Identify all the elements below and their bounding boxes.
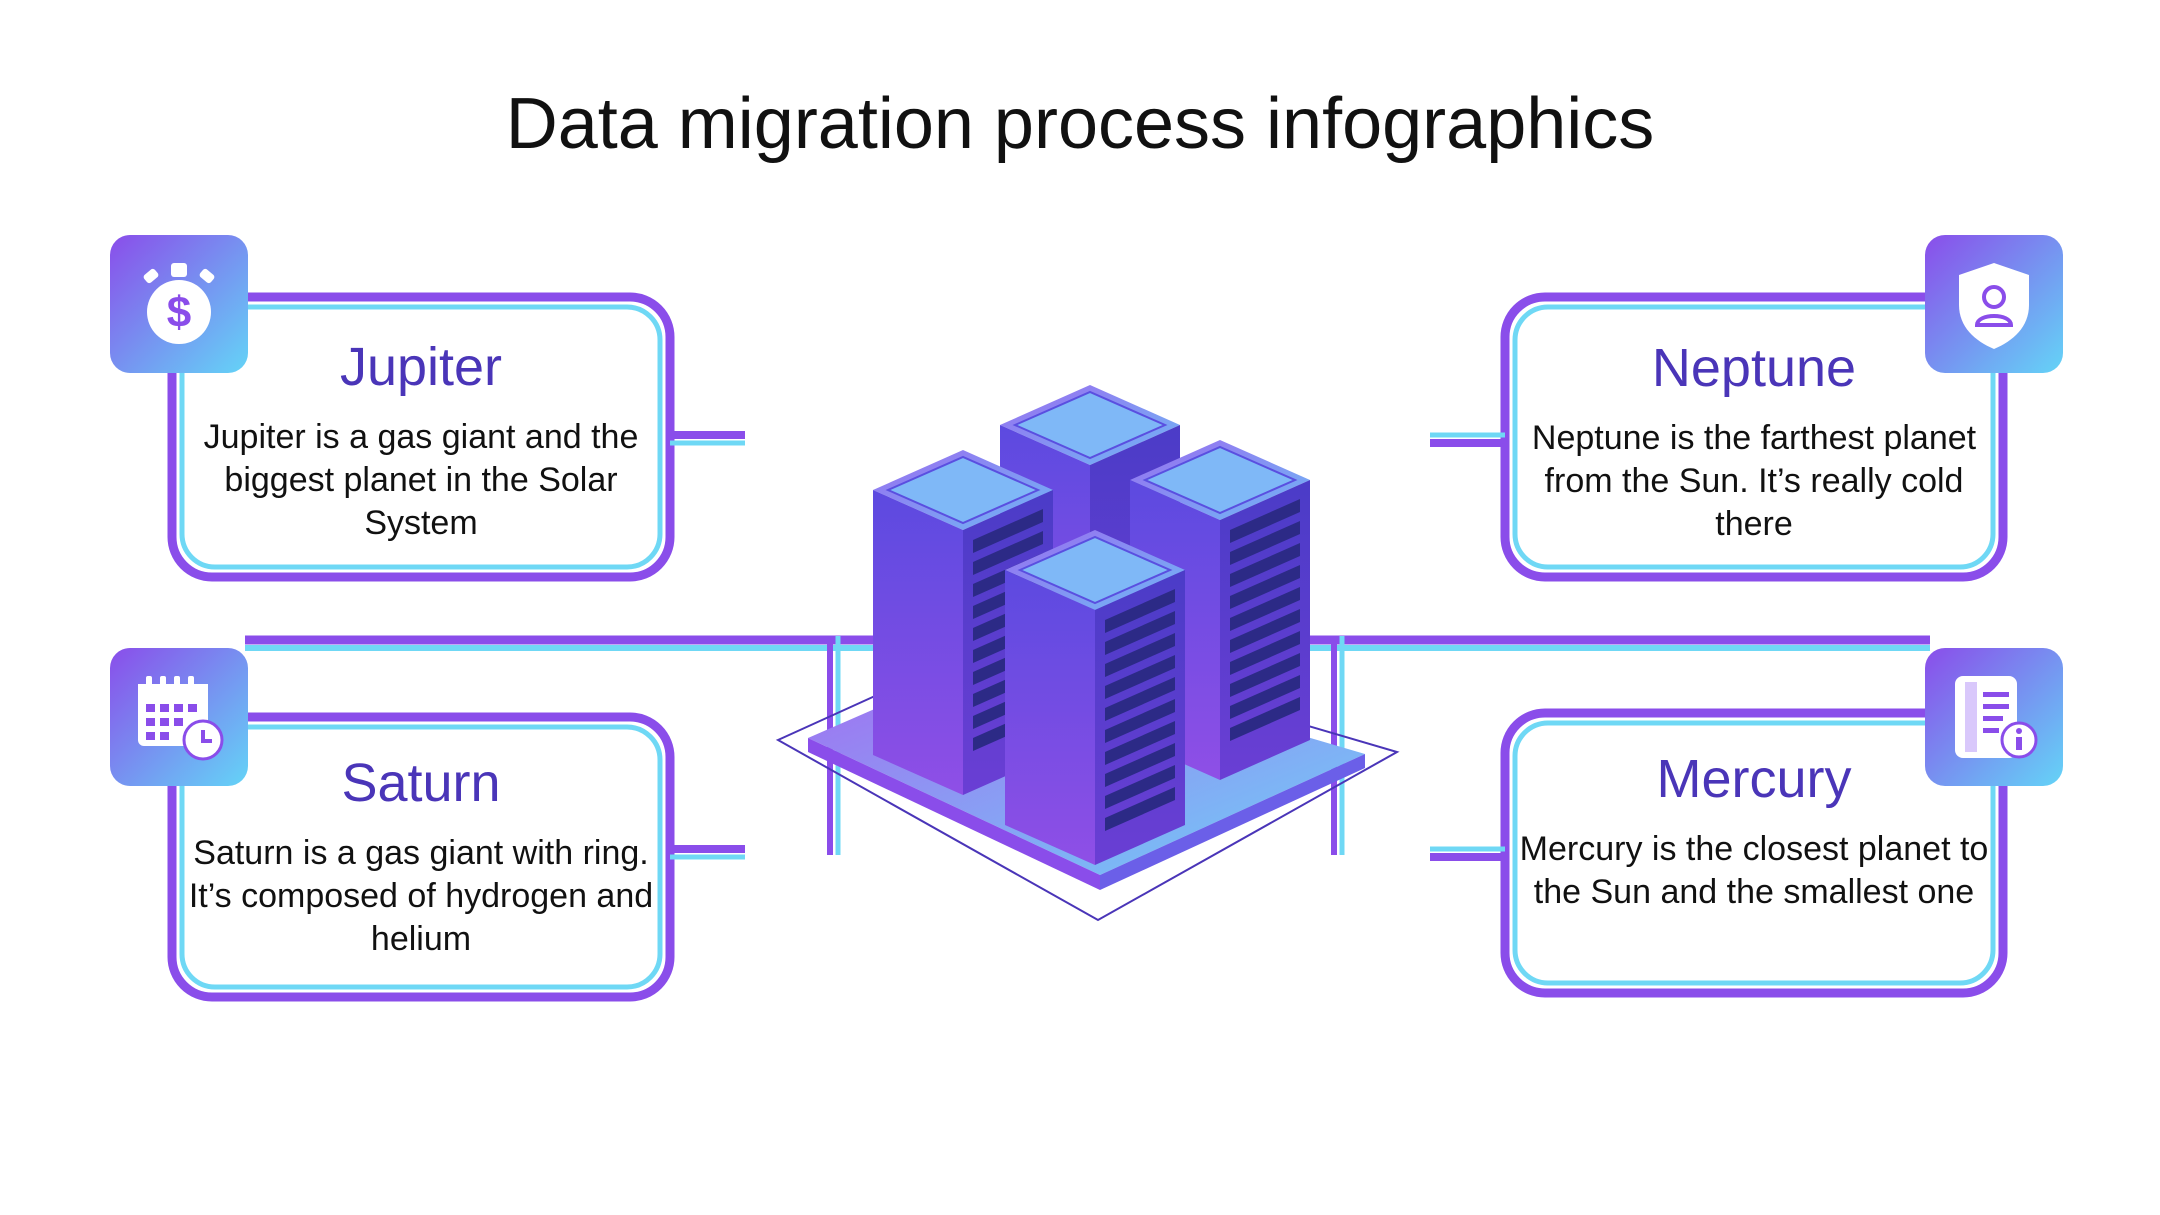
connector-mercury xyxy=(1430,846,1505,861)
connector-saturn xyxy=(670,845,745,860)
connector-jupiter xyxy=(670,431,745,446)
card-description: Mercury is the closest planet to the Sun… xyxy=(1519,830,1989,911)
card-neptune: Neptune Neptune is the farthest planet f… xyxy=(1519,341,1989,546)
calendar-clock-icon xyxy=(110,648,248,786)
card-jupiter: Jupiter Jupiter is a gas giant and the b… xyxy=(186,340,656,545)
card-description: Saturn is a gas giant with ring. It’s co… xyxy=(188,834,654,958)
card-mercury: Mercury Mercury is the closest planet to… xyxy=(1519,752,1989,914)
connector-neptune xyxy=(1430,432,1505,447)
page-title: Data migration process infographics xyxy=(505,84,1655,164)
card-title: Mercury xyxy=(1656,749,1852,809)
card-saturn: Saturn Saturn is a gas giant with ring. … xyxy=(186,756,656,961)
document-info-icon xyxy=(1925,648,2063,786)
server-rack-front xyxy=(1005,530,1185,865)
server-rack-right xyxy=(1130,440,1310,780)
server-racks-illustration xyxy=(775,385,1400,922)
card-description: Neptune is the farthest planet from the … xyxy=(1531,419,1977,543)
money-stopwatch-icon: $ xyxy=(110,235,248,373)
card-title: Neptune xyxy=(1651,338,1857,398)
card-frame-neptune xyxy=(1500,292,2008,582)
user-shield-icon xyxy=(1925,235,2063,373)
svg-text:$: $ xyxy=(167,288,191,337)
card-title: Jupiter xyxy=(339,337,503,397)
card-description: Jupiter is a gas giant and the biggest p… xyxy=(203,418,639,542)
card-title: Saturn xyxy=(341,753,501,813)
card-frame-mercury xyxy=(1500,708,2008,998)
